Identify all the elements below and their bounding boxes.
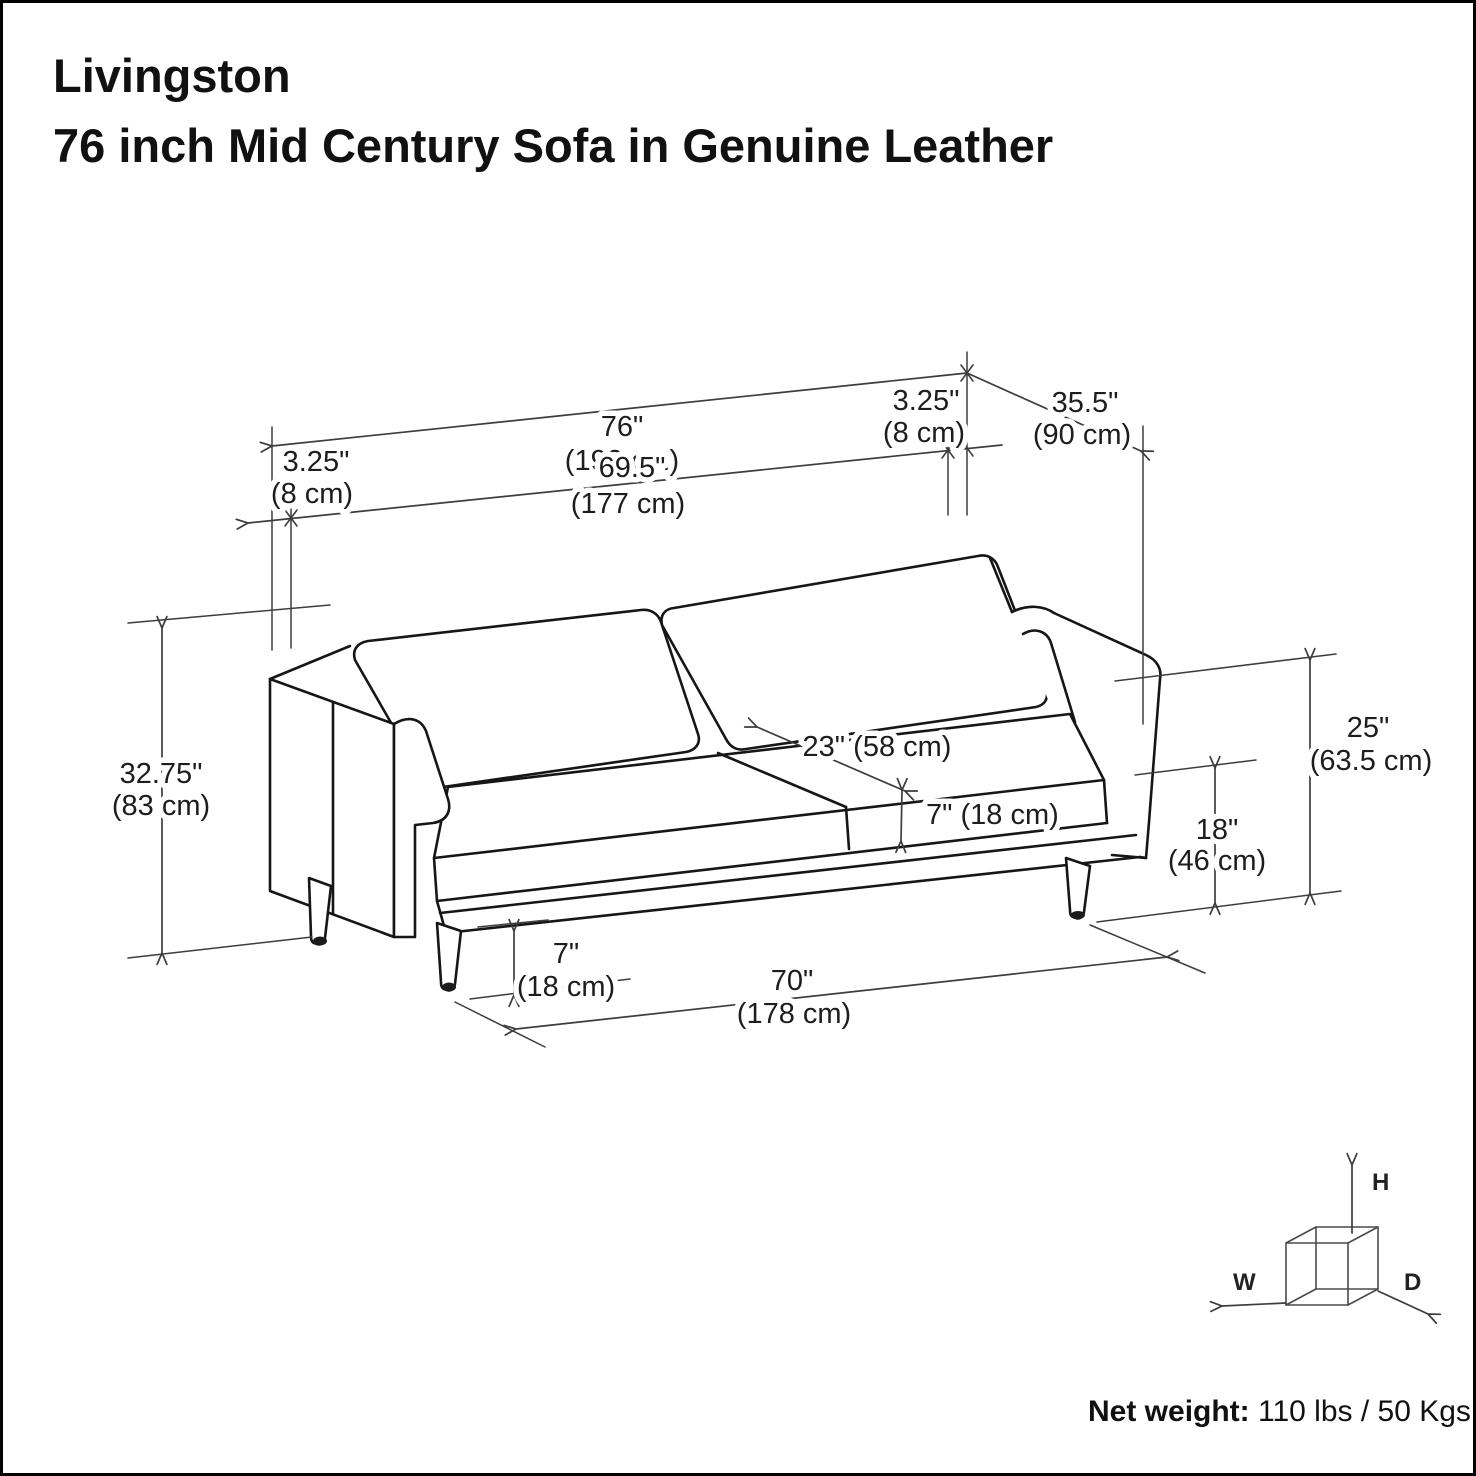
- dim-arm-height-in: 25": [1347, 712, 1390, 744]
- dim-overall-width-cm: (193 cm): [565, 445, 679, 477]
- dim-depth-cm: (90 cm): [1033, 419, 1131, 451]
- sofa-back-frame: [268, 644, 352, 681]
- width-axis-arrow: [1222, 1303, 1287, 1306]
- dim-seat-depth: 23" (58 cm): [803, 731, 952, 763]
- sofa-base-right-edge: [1138, 855, 1148, 860]
- cube-front-face: [1285, 1242, 1349, 1306]
- tick: [941, 441, 955, 459]
- sofa-foot-front-right: [1071, 911, 1085, 919]
- dim-seat-height-cm: (46 cm): [1168, 845, 1266, 877]
- dim-line-overall-width: [272, 372, 968, 446]
- dim-back-gap-right-in: 3.25": [893, 385, 960, 417]
- dim-cushion-thickness: 7" (18 cm): [926, 799, 1059, 831]
- product-title: 76 inch Mid Century Sofa in Genuine Leat…: [53, 119, 1053, 172]
- dim-base-width-in: 70": [771, 965, 814, 997]
- dim-back-gap-left-cm: (8 cm): [271, 478, 353, 510]
- sofa-right-arm-inner: [1021, 629, 1077, 724]
- tick: [284, 509, 298, 527]
- product-brand: Livingston: [53, 49, 291, 102]
- sofa-foot-back-left: [313, 936, 327, 946]
- ext-line: [1089, 924, 1206, 974]
- width-axis-label: W: [1233, 1269, 1256, 1296]
- sofa-leg-front-left: [435, 921, 463, 992]
- dim-seat-height-in: 18": [1196, 814, 1239, 846]
- dim-inner-width-cm: (177 cm): [571, 488, 685, 520]
- net-weight-label: Net weight:: [1088, 1395, 1250, 1428]
- dim-inner-width-in: 69.5": [599, 452, 666, 484]
- sofa-illustration: [268, 554, 1162, 992]
- dim-back-gap-left-in: 3.25": [283, 446, 350, 478]
- dim-overall-height-cm: (83 cm): [112, 790, 210, 822]
- dimension-annotations: 76" (193 cm) 3.25" (8 cm) 3.25" (8 cm) 3…: [106, 351, 1438, 1048]
- sofa-back-cushion-right: [660, 554, 1049, 751]
- sofa-seat-front-bottom: [435, 821, 1109, 903]
- ext-line: [1114, 653, 1337, 682]
- dim-overall-width-in: 76": [601, 411, 644, 443]
- dim-overall-height-in: 32.75": [120, 758, 203, 790]
- dim-line-inner-width: [248, 444, 1003, 523]
- sofa-right-arm-outer: [1010, 605, 1162, 860]
- dim-leg-height-in: 7": [553, 938, 579, 970]
- net-weight-value: 110 lbs / 50 Kgs: [1250, 1395, 1471, 1428]
- cube-edge: [1285, 1226, 1317, 1244]
- axis-cube-icon: H W D: [1222, 1165, 1428, 1314]
- ext-line: [1096, 890, 1342, 923]
- sofa-seat-front-left-edge: [432, 856, 439, 903]
- depth-axis-label: D: [1404, 1269, 1421, 1296]
- sofa-seat-seam-front: [844, 805, 851, 851]
- ext-line: [1134, 759, 1257, 776]
- tick: [960, 439, 974, 457]
- cube-edge: [1347, 1226, 1379, 1244]
- sofa-left-arm-inner: [392, 717, 451, 939]
- net-weight: Net weight: 110 lbs / 50 Kgs: [1088, 1395, 1471, 1428]
- dim-line-depth: [966, 372, 1141, 451]
- dim-base-width-cm: (178 cm): [737, 998, 851, 1030]
- dim-line-cushion-thickness: [901, 790, 902, 841]
- ext-line: [454, 1001, 546, 1048]
- dim-back-gap-right-cm: (8 cm): [883, 417, 965, 449]
- ext-line: [127, 936, 313, 959]
- sofa-back-cushion-left: [352, 608, 701, 789]
- height-axis-label: H: [1372, 1169, 1389, 1196]
- cube-edge: [1285, 1288, 1317, 1306]
- sofa-base-bottom: [444, 855, 1142, 935]
- sofa-foot-front-left: [442, 982, 456, 992]
- sofa-leg-front-right: [1064, 856, 1092, 920]
- cube-back-face: [1315, 1226, 1379, 1290]
- sofa-leg-back-left: [307, 876, 333, 946]
- sofa-base-welt: [438, 833, 1138, 915]
- dim-line-seat-depth: [757, 727, 905, 791]
- dim-depth-in: 35.5": [1052, 387, 1119, 419]
- sofa-right-arm-frame-edge: [988, 556, 1014, 614]
- ext-line: [127, 604, 331, 624]
- sofa-seat-front-right-edge: [1102, 778, 1109, 825]
- cube-edge: [1347, 1288, 1379, 1306]
- dim-line-base-width: [516, 957, 1167, 1029]
- dim-leg-height-cm: (18 cm): [517, 971, 615, 1003]
- depth-axis-arrow: [1377, 1290, 1428, 1314]
- dim-arm-height-cm: (63.5 cm): [1310, 745, 1432, 777]
